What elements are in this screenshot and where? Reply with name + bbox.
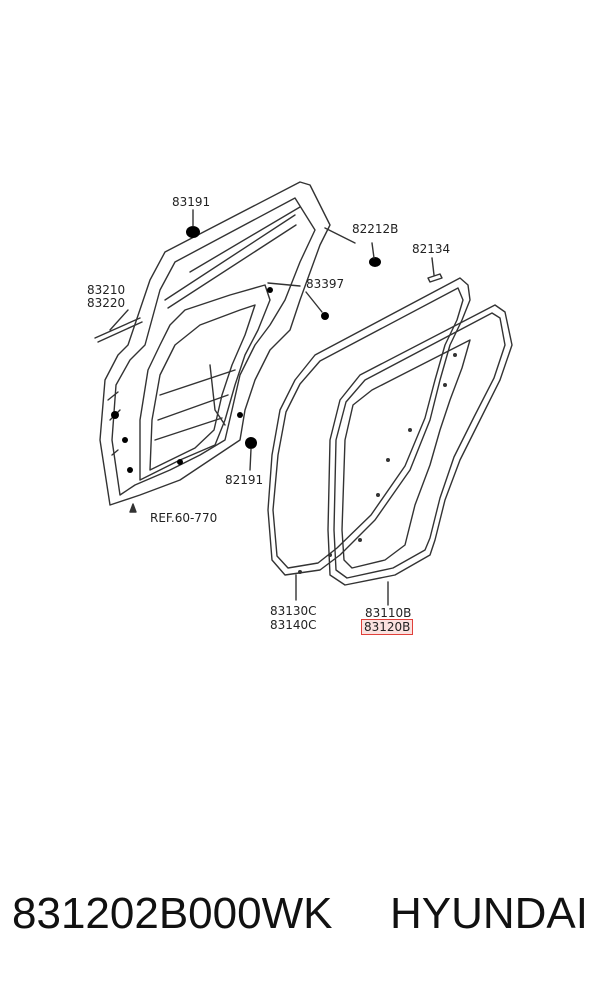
label-83210: 83210 <box>87 283 126 297</box>
brand-name: HYUNDAI <box>389 889 588 938</box>
label-82212b: 82212B <box>352 222 399 236</box>
footer-caption: 831202B000WK HYUNDAI <box>12 884 588 944</box>
label-83220: 83220 <box>87 296 126 310</box>
label-83110b: 83110B <box>365 606 412 620</box>
label-ref-60-770: REF.60-770 <box>150 511 218 525</box>
label-83397: 83397 <box>306 277 345 291</box>
label-82134: 82134 <box>412 242 451 256</box>
label-83120b-highlighted: 83120B <box>361 619 414 635</box>
part-number: 831202B000WK <box>12 889 333 938</box>
label-83130c: 83130C <box>270 604 317 618</box>
weatherstrip-outer-drawing <box>267 277 471 576</box>
label-83191: 83191 <box>172 195 211 209</box>
label-82191: 82191 <box>225 473 264 487</box>
leader-lines <box>109 209 435 606</box>
small-parts-drawing <box>94 226 443 513</box>
door-frame-drawing <box>99 181 331 506</box>
weatherstrip-inner-drawing <box>298 304 513 586</box>
label-83140c: 83140C <box>270 618 317 632</box>
